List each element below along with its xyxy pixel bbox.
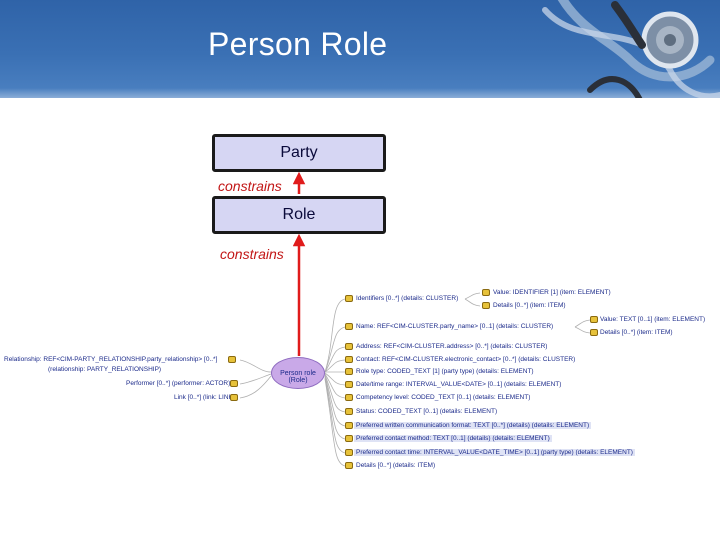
slide-header: Person Role (0, 0, 720, 98)
element-icon (345, 449, 353, 456)
element-icon (345, 435, 353, 442)
subnode-identifier-details: Details [0..*] (item: ITEM) (493, 302, 566, 309)
element-icon (345, 408, 353, 415)
mindmap-panel (0, 280, 720, 480)
node-relationship: Relationship: REF<CIM-PARTY_RELATIONSHIP… (4, 356, 218, 363)
node-details: Details [0..*] (details: ITEM) (356, 462, 436, 469)
subnode-name-value: Value: TEXT [0..1] (item: ELEMENT) (600, 316, 706, 323)
element-icon (345, 462, 353, 469)
element-icon (482, 289, 490, 296)
header-sheen (0, 88, 720, 98)
node-relationship-type: (relationship: PARTY_RELATIONSHIP) (48, 366, 162, 373)
constrains-label-1: constrains (218, 178, 282, 194)
element-icon (482, 302, 490, 309)
element-icon (590, 316, 598, 323)
node-performer: Performer [0..*] (performer: ACTOR) (126, 380, 231, 387)
element-icon (228, 356, 236, 363)
person-role-label: Person role (Role) (276, 370, 320, 384)
element-icon (345, 323, 353, 330)
constrains-label-2: constrains (220, 246, 284, 262)
element-icon (345, 381, 353, 388)
element-icon (230, 380, 238, 387)
node-competency-level: Competency level: CODED_TEXT [0..1] (det… (356, 394, 531, 401)
slide-title: Person Role (208, 26, 388, 62)
subnode-identifier-value: Value: IDENTIFIER [1] (item: ELEMENT) (493, 289, 611, 296)
subnode-name-details: Details [0..*] (item: ITEM) (600, 329, 673, 336)
party-box: Party (212, 134, 386, 172)
stethoscope-icon (542, 0, 720, 98)
node-status: Status: CODED_TEXT [0..1] (details: ELEM… (356, 408, 498, 415)
element-icon (345, 368, 353, 375)
element-icon (345, 356, 353, 363)
node-preferred-contact-method: Preferred contact method: TEXT [0..1] (d… (354, 435, 552, 442)
node-link: Link [0..*] (link: LINK) (174, 394, 236, 401)
person-role-label-line1: Person role (280, 370, 316, 377)
node-contact: Contact: REF<CIM-CLUSTER.electronic_cont… (356, 356, 576, 363)
node-address: Address: REF<CIM-CLUSTER.address> [0..*]… (356, 343, 548, 350)
node-date-time-range: Date/time range: INTERVAL_VALUE<DATE> [0… (356, 381, 562, 388)
role-box: Role (212, 196, 386, 234)
person-role-node (271, 357, 325, 389)
node-preferred-written-format: Preferred written communication format: … (354, 422, 592, 429)
element-icon (590, 329, 598, 336)
element-icon (345, 295, 353, 302)
element-icon (345, 343, 353, 350)
node-identifiers: Identifiers [0..*] (details: CLUSTER) (356, 295, 459, 302)
element-icon (345, 422, 353, 429)
element-icon (345, 394, 353, 401)
person-role-label-line2: (Role) (288, 377, 308, 384)
node-preferred-contact-time: Preferred contact time: INTERVAL_VALUE<D… (354, 449, 635, 456)
node-role-type: Role type: CODED_TEXT [1] (party type) (… (356, 368, 534, 375)
node-name: Name: REF<CIM-CLUSTER.party_name> [0..1]… (356, 323, 554, 330)
element-icon (230, 394, 238, 401)
